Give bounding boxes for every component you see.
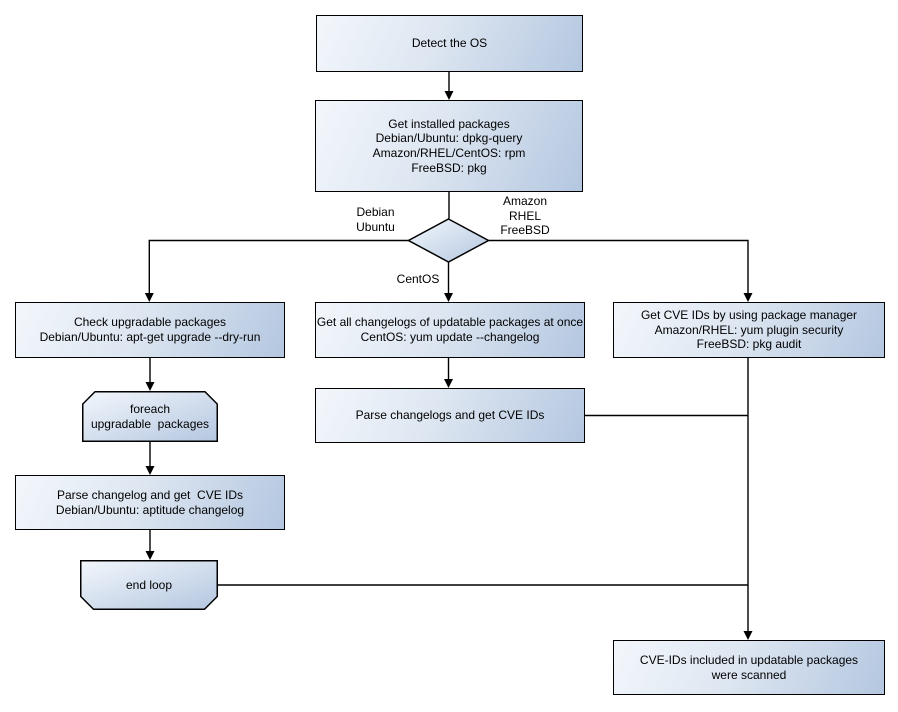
edge-label-line: CentOS (396, 272, 440, 286)
arrowhead-icon (743, 631, 753, 640)
node-text-line: were scanned (711, 667, 787, 682)
node-text-line: Parse changelog and get CVE IDs (56, 487, 244, 502)
node-detect-os: Detect the OS (316, 15, 583, 72)
node-text-line: Parse changelogs and get CVE IDs (355, 408, 545, 423)
node-text-line: Debian/Ubuntu: dpkg-query (375, 131, 523, 146)
node-text-line: upgradable packages (90, 416, 210, 431)
node-text-line: Get CVE IDs by using package manager (640, 308, 858, 323)
edge-label-debian-ubuntu: Debian Ubuntu (348, 205, 403, 234)
node-text-line: Amazon/RHEL/CentOS: rpm (372, 146, 526, 160)
arrowhead-icon (743, 293, 753, 302)
edge-label-amazon-rhel-freebsd: Amazon RHEL FreeBSD (494, 194, 556, 238)
edge-label-line: RHEL (508, 208, 541, 223)
arrowhead-icon (444, 293, 453, 302)
node-text-line: CentOS: yum update --changelog (360, 330, 540, 344)
edge-label-centos: CentOS (393, 272, 443, 287)
arrowhead-icon (144, 293, 154, 302)
node-text-line: Get installed packages (388, 116, 510, 131)
arrowhead-icon (444, 91, 454, 100)
node-text-line: foreach (129, 401, 171, 416)
node-text-line: Detect the OS (411, 36, 488, 51)
arrowhead-icon (145, 466, 155, 475)
node-parse-changelog-deb: Parse changelog and get CVE IDs Debian/U… (15, 475, 285, 530)
node-text-line: FreeBSD: pkg audit (696, 337, 802, 352)
node-text-line: Debian/Ubuntu: aptitude changelog (55, 502, 245, 517)
node-get-installed-packages: Get installed packages Debian/Ubuntu: dp… (315, 100, 583, 192)
node-text-line: end loop (125, 577, 173, 592)
os-decision-diamond (406, 218, 491, 263)
arrowhead-icon (145, 551, 155, 560)
node-text-line: FreeBSD: pkg (411, 160, 487, 175)
node-text-line: Amazon/RHEL: yum plugin security (654, 322, 844, 337)
node-check-upgradable: Check upgradable packages Debian/Ubuntu:… (15, 302, 285, 358)
edge-label-line: FreeBSD (500, 223, 550, 238)
node-end-loop: end loop (80, 560, 218, 610)
connector-decision-to-get-cve (488, 239, 749, 294)
node-parse-changelogs: Parse changelogs and get CVE IDs (315, 388, 585, 443)
edge-label-line: Ubuntu (356, 219, 395, 234)
node-text-line: CVE-IDs included in updatable packages (639, 652, 859, 667)
loop-end-shape (80, 560, 218, 610)
node-foreach-loop-start: foreach upgradable packages (82, 391, 218, 442)
node-text-line: Debian/Ubuntu: apt-get upgrade --dry-run (39, 330, 261, 344)
node-text-line: Check upgradable packages (73, 315, 227, 330)
arrowhead-icon (444, 379, 453, 388)
connector-decision-to-check-upgradable (148, 239, 409, 294)
node-result-scanned: CVE-IDs included in updatable packages w… (613, 640, 885, 695)
edge-label-line: Amazon (502, 194, 548, 208)
node-text-line: Get all changelogs of updatable packages… (316, 315, 584, 330)
arrowhead-icon (145, 382, 155, 391)
edge-label-line: Debian (356, 205, 395, 219)
node-get-all-changelogs: Get all changelogs of updatable packages… (315, 302, 585, 358)
loop-start-shape (82, 391, 218, 442)
node-get-cve-ids-pkg-manager: Get CVE IDs by using package manager Ama… (613, 302, 885, 358)
